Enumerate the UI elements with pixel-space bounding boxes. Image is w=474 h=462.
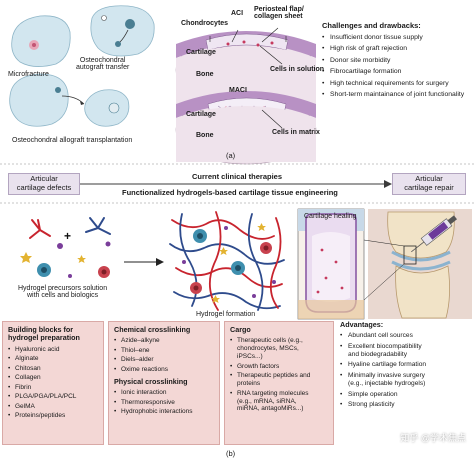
building-block-item: Chitosan — [8, 365, 98, 373]
maci-title: MACI — [229, 87, 247, 94]
building-block-item: GelMA — [8, 403, 98, 411]
advantage-item: Minimally invasive surgery (e.g., inject… — [340, 372, 472, 388]
formation-arrow — [124, 258, 164, 266]
cargo-title: Cargo — [230, 325, 251, 334]
building-block-item: Proteins/peptides — [8, 412, 98, 420]
cargo-item: Therapeutic peptides and proteins — [230, 372, 328, 388]
chemical-item: Azide–alkyne — [114, 337, 214, 345]
maci-illustration — [175, 91, 317, 165]
building-block-item: Hyaluronic acid — [8, 346, 98, 354]
advantages-title: Advantages: — [340, 320, 384, 329]
allograft-label: Osteochondral allograft transplantation — [12, 137, 133, 144]
hydrogel-network — [169, 211, 285, 311]
panel-b-label: (b) — [226, 449, 236, 458]
precursor-molecules: + — [20, 217, 111, 278]
formation-caption: Hydrogel formation — [196, 311, 256, 318]
cartilage-healing-illustration — [297, 208, 365, 320]
knee-joint-illustration — [363, 209, 472, 319]
autograft-label: Osteochondral autograft transfer — [76, 57, 130, 72]
cargo-item: Growth factors — [230, 363, 328, 371]
aci-illustration — [175, 27, 317, 107]
allograft-illustration — [9, 73, 130, 127]
crosslinking-box: Chemical crosslinking Azide–alkyne Thiol… — [108, 321, 220, 445]
aci-chondrocytes-label: Chondrocytes — [181, 20, 229, 27]
aci-cells-solution-label: Cells in solution — [270, 66, 325, 73]
maci-bone-label: Bone — [196, 132, 214, 139]
advantages-list: Advantages: Abundant cell sources Excell… — [340, 320, 472, 412]
banner-arrow — [80, 180, 392, 188]
challenge-item: Fibrocartilage formation — [322, 68, 472, 77]
banner-right-box: Articular cartilage repair — [392, 173, 466, 195]
physical-item: Ionic interaction — [114, 389, 214, 397]
svg-text:+: + — [64, 229, 71, 243]
challenge-item: Donor site morbidity — [322, 57, 472, 66]
cargo-box: Cargo Therapeutic cells (e.g., chondrocy… — [224, 321, 334, 445]
challenge-item: Short-term maintainance of joint functio… — [322, 91, 472, 100]
building-block-item: Fibrin — [8, 384, 98, 392]
banner-hydrogel-engineering: Functionalized hydrogels-based cartilage… — [122, 188, 338, 197]
challenge-item: Insufficient donor tissue supply — [322, 34, 472, 43]
chemical-item: Diels–alder — [114, 356, 214, 364]
advantage-item: Abundant cell sources — [340, 332, 472, 340]
microfracture-label: Microfracture — [8, 71, 49, 78]
chemical-item: Oxime reactions — [114, 366, 214, 374]
autograft-illustration — [90, 5, 155, 57]
physical-crosslinking-title: Physical crosslinking — [114, 376, 188, 386]
building-block-item: Alginate — [8, 355, 98, 363]
cartilage-healing-label: Cartilage healing — [304, 213, 357, 220]
aci-cartilage-label: Cartilage — [186, 49, 216, 56]
cargo-item: RNA targeting molecules (e.g., mRNA, siR… — [230, 390, 328, 414]
physical-item: Hydrophobic interactions — [114, 408, 214, 416]
aci-title: ACI — [231, 10, 244, 17]
aci-bone-label: Bone — [196, 71, 214, 78]
physical-item: Thermoresponsive — [114, 399, 214, 407]
advantage-item: Simple operation — [340, 391, 472, 399]
advantage-item: Strong plasticity — [340, 401, 472, 409]
maci-cartilage-label: Cartilage — [186, 111, 216, 118]
building-blocks-box: Building blocks for hydrogel preparation… — [2, 321, 104, 445]
maci-cells-matrix-label: Cells in matrix — [272, 129, 320, 136]
advantage-item: Hyaline cartilage formation — [340, 361, 472, 369]
challenges-list: Challenges and drawbacks: Insufficient d… — [322, 21, 472, 103]
banner-current-therapies: Current clinical therapies — [192, 172, 283, 181]
cargo-item: Therapeutic cells (e.g., chondrocytes, M… — [230, 337, 328, 361]
panel-a-label: (a) — [226, 151, 236, 160]
chemical-item: Thiol–ene — [114, 347, 214, 355]
precursor-caption: Hydrogel precursors solution with cells … — [18, 285, 108, 300]
challenge-item: High technical requirements for surgery — [322, 80, 472, 89]
building-block-item: PLGA/PGA/PLA/PCL — [8, 393, 98, 401]
challenge-item: High risk of graft rejection — [322, 45, 472, 54]
watermark: 知乎 @学术焦点 — [400, 433, 466, 443]
building-blocks-title: Building blocks for hydrogel preparation — [8, 325, 80, 343]
aci-flap-label: Periosteal flap/ collagen sheet — [254, 6, 304, 21]
building-block-item: Collagen — [8, 374, 98, 382]
advantage-item: Excellent biocompatibility and biodegrad… — [340, 343, 472, 359]
microfracture-illustration — [11, 15, 71, 67]
banner-left-box: Articular cartilage defects — [8, 173, 80, 195]
chemical-crosslinking-title: Chemical crosslinking — [114, 325, 191, 334]
challenges-title: Challenges and drawbacks: — [322, 21, 421, 30]
